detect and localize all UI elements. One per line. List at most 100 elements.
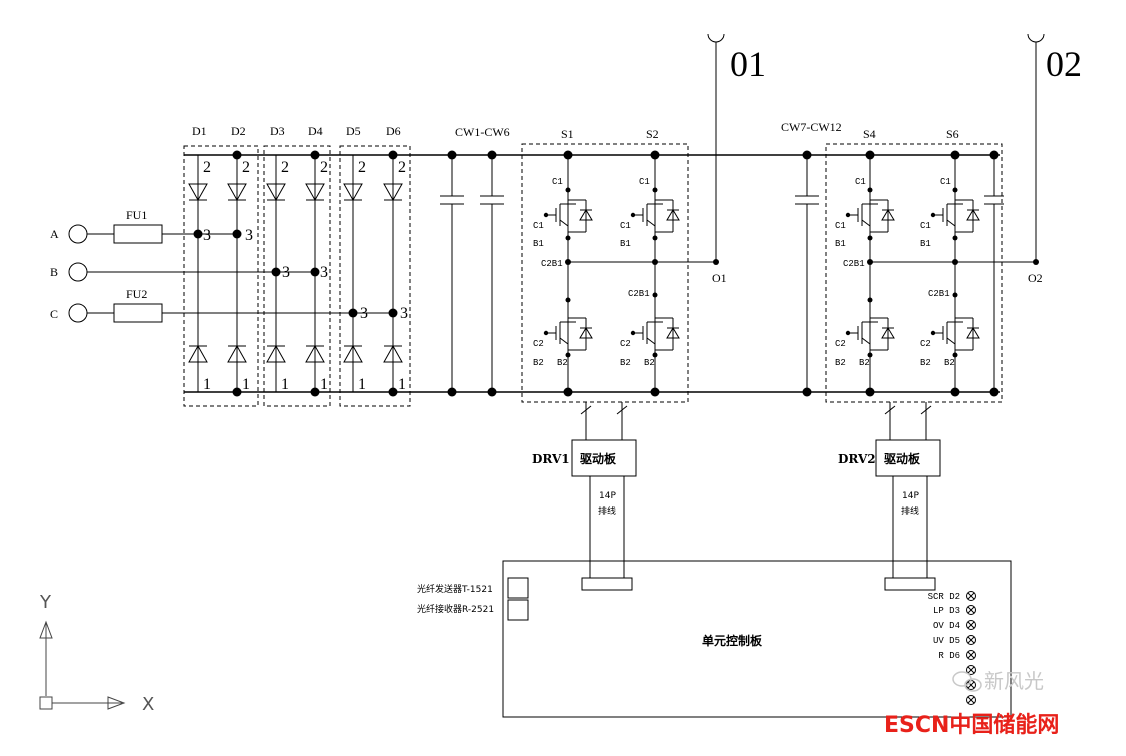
axis-label-x: X <box>142 694 154 715</box>
input-label-c: C <box>50 307 58 321</box>
igbt-pin-label: B1 <box>920 239 931 249</box>
axis-label-y: Y <box>39 592 52 613</box>
igbt-pin-label: C2 <box>620 339 631 349</box>
switch-label-s4: S4 <box>863 127 876 141</box>
igbt-pin-label: C2 <box>835 339 846 349</box>
igbt-pin-label: B2 <box>644 358 655 368</box>
igbt-pin-label: C1 <box>835 221 846 231</box>
pin-label: 2 <box>242 159 250 176</box>
output-label-o2: O2 <box>1028 271 1043 285</box>
cable-label: 14P <box>599 491 616 501</box>
led-icon <box>966 591 976 601</box>
input-label-a: A <box>50 227 59 241</box>
pin-label: 3 <box>400 305 408 322</box>
igbt-pin-label: C2B1 <box>928 289 950 299</box>
h-bridge-2-box <box>825 143 1003 403</box>
input-a: A FU1 <box>50 208 237 244</box>
pin-label: 2 <box>358 159 366 176</box>
pin-label: 1 <box>398 376 406 393</box>
diode-label-d1: D1 <box>192 124 207 138</box>
status-leds: SCR D2 LP D3 OV D4 UV D5 R D6 <box>928 591 976 705</box>
igbt-pin-label: C2 <box>533 339 544 349</box>
fuse-label-fu1: FU1 <box>126 208 147 222</box>
cable-label: 排线 <box>901 505 919 517</box>
input-c: C FU2 <box>50 287 393 323</box>
rectifier-box-1 <box>183 145 259 407</box>
ucs-axis-icon <box>39 620 126 710</box>
igbt-pin-label: B2 <box>859 358 870 368</box>
led-label: LP D3 <box>933 606 960 616</box>
igbt-pin-label: C2B1 <box>628 289 650 299</box>
unit-control-board <box>502 560 1012 718</box>
pin-label: 1 <box>242 376 250 393</box>
output-label-02: 02 <box>1046 44 1082 84</box>
igbt-pin-label: C1 <box>940 177 951 187</box>
igbt-pin-label: B2 <box>835 358 846 368</box>
diode-label-d3: D3 <box>270 124 285 138</box>
diode-label-d4: D4 <box>308 124 323 138</box>
rectifier-box-3 <box>339 145 411 407</box>
cable-label: 14P <box>902 491 919 501</box>
led-icon <box>966 635 976 645</box>
output-label-01: 01 <box>730 44 766 84</box>
igbt-pin-label: B1 <box>620 239 631 249</box>
igbt-pin-label: C1 <box>620 221 631 231</box>
igbt-pin-label: C1 <box>552 177 563 187</box>
led-icon <box>966 605 976 615</box>
capacitor-label-cw1: CW1-CW6 <box>455 125 510 139</box>
led-icon <box>966 695 976 705</box>
led-label: SCR D2 <box>928 592 960 602</box>
driver-label-drv1: DRV1 <box>532 452 570 466</box>
led-icon <box>966 665 976 675</box>
igbt-pin-label: C1 <box>920 221 931 231</box>
capacitor-label-cw7: CW7-CW12 <box>781 120 842 134</box>
output-o2 <box>1027 33 1045 265</box>
rectifier-junctions <box>193 150 398 397</box>
igbt-pin-label: B2 <box>557 358 568 368</box>
driver-board-label: 驱动板 <box>580 451 617 466</box>
h-bridge-2 <box>845 150 1036 397</box>
led-icon <box>966 650 976 660</box>
cable-label: 排线 <box>598 505 616 517</box>
diode-label-d6: D6 <box>386 124 401 138</box>
igbt-pin-label: C2 <box>920 339 931 349</box>
igbt-pin-label: C1 <box>639 177 650 187</box>
igbt-pin-label: B2 <box>920 358 931 368</box>
led-label: R D6 <box>938 651 960 661</box>
pin-label: 2 <box>203 159 211 176</box>
diode-label-d5: D5 <box>346 124 361 138</box>
pin-label: 2 <box>398 159 406 176</box>
fiber-receiver-label: 光纤接收器R-2521 <box>417 603 494 615</box>
diode-label-d2: D2 <box>231 124 246 138</box>
pin-label: 1 <box>320 376 328 393</box>
input-label-b: B <box>50 265 58 279</box>
capacitor-bank-2 <box>795 150 819 397</box>
igbt-pin-label: C1 <box>533 221 544 231</box>
output-o1 <box>707 33 725 265</box>
igbt-pin-label: C2B1 <box>843 259 865 269</box>
switch-label-s6: S6 <box>946 127 959 141</box>
igbt-pin-label: C1 <box>855 177 866 187</box>
pin-label: 3 <box>245 227 253 244</box>
pin-label: 1 <box>203 376 211 393</box>
pin-label: 3 <box>320 264 328 281</box>
h-bridge-1 <box>543 150 716 397</box>
switch-label-s1: S1 <box>561 127 574 141</box>
led-icon <box>966 620 976 630</box>
pin-label: 2 <box>320 159 328 176</box>
pin-label: 3 <box>203 227 211 244</box>
capacitor-bank-1 <box>440 150 504 397</box>
igbt-pin-label: B2 <box>533 358 544 368</box>
fuse-label-fu2: FU2 <box>126 287 147 301</box>
led-label: UV D5 <box>933 636 960 646</box>
igbt-pin-label: B1 <box>533 239 544 249</box>
rectifier-diodes <box>188 155 403 392</box>
igbt-pin-label: B2 <box>620 358 631 368</box>
driver-board-label: 驱动板 <box>884 451 921 466</box>
h-bridge-1-box <box>521 143 689 403</box>
igbt-pin-label: C2B1 <box>541 259 563 269</box>
led-label: OV D4 <box>933 621 960 631</box>
output-label-o1: O1 <box>712 271 727 285</box>
igbt-pin-label: B1 <box>835 239 846 249</box>
